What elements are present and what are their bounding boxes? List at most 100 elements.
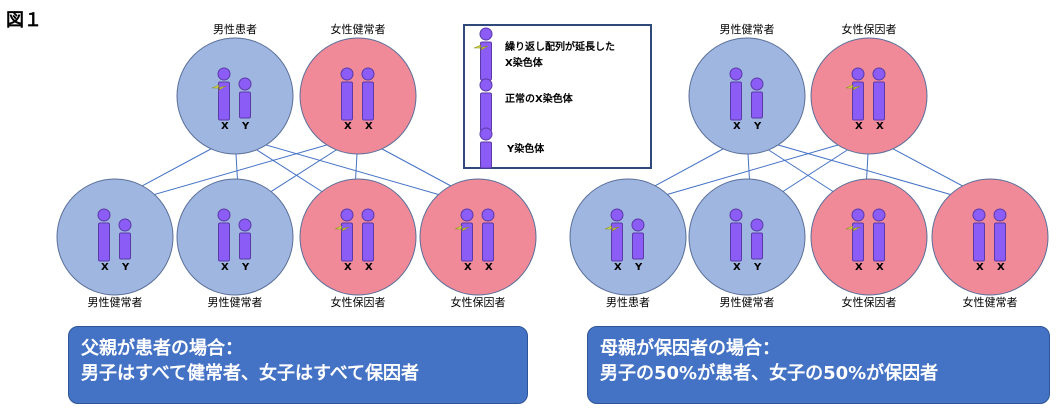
individual-circle [176,178,294,296]
female-child-4: X X 女性健常者 [931,178,1049,309]
individual-circle [419,178,537,296]
chromosome-label: X [876,121,884,132]
chromosome-label: X [485,262,493,273]
individual-label: 男性健常者 [720,22,775,36]
chromosome-label: Y [634,262,643,273]
chromosome-label: X [855,262,863,273]
male-child-2: X Y 男性健常者 [688,178,806,309]
x-chromosome [604,208,624,262]
x-chromosome [97,208,111,262]
individual-label: 女性保因者 [451,295,506,309]
extended-repeat-mark [454,225,470,232]
x-chromosome [729,67,743,121]
individual-label: 男性患者 [213,22,257,36]
extended-repeat-mark [845,84,861,91]
y-chromosome [238,77,252,119]
individual-label: 女性保因者 [842,22,897,36]
x-chromosome [361,67,375,121]
chromosome-label: X [344,121,352,132]
x-chromosome [993,208,1007,262]
chromosome-label: X [876,262,884,273]
chromosome-label: X [733,121,741,132]
x-chromosome [972,208,986,262]
chromosome-label: X [101,262,109,273]
female-child-4: X X 女性保因者 [419,178,537,309]
extended-repeat-mark [604,225,620,232]
chromosome-label: X [221,262,229,273]
female-child-3: X X 女性保因者 [299,178,417,309]
y-chromosome [238,218,252,260]
x-chromosome [729,208,743,262]
x-chromosome [340,67,354,121]
extended-repeat-mark [334,225,350,232]
legend: 繰り返し配列が延長した X染色体 正常のX染色体 Y染色体 [463,24,652,169]
individual-label: 男性患者 [606,295,650,309]
legend-y-symbol [479,127,493,169]
legend-extended-x-label: 繰り返し配列が延長した [505,40,615,53]
x-chromosome [872,67,886,121]
legend-y-label: Y染色体 [506,142,545,155]
x-chromosome [217,208,231,262]
legend-y-chromosome [479,127,493,169]
chromosome-label: X [997,262,1005,273]
individual-circle [931,178,1049,296]
chromosome-label: Y [753,121,762,132]
y-chromosome [750,77,764,119]
x-chromosome [481,208,495,262]
extended-repeat-mark [211,84,227,91]
chromosome-label: X [464,262,472,273]
individual-label: 男性健常者 [208,295,263,309]
chromosome-label: X [344,262,352,273]
male-child-2: X Y 男性健常者 [176,178,294,309]
extended-repeat-mark [845,225,861,232]
x-chromosome [211,67,231,121]
summary-banner-father: 父親が患者の場合： 男子はすべて健常者、女子はすべて保因者 [68,326,528,404]
extended-repeat-mark [473,44,489,51]
chromosome-label: X [365,262,373,273]
legend-box [463,24,652,169]
chromosome-label: X [976,262,984,273]
individual-circle [299,37,417,155]
x-chromosome [872,208,886,262]
y-chromosome [631,218,645,260]
individual-circle [569,178,687,296]
chromosome-label: Y [753,262,762,273]
chromosome-label: Y [241,262,250,273]
individual-label: 男性健常者 [720,295,775,309]
individual-label: 女性健常者 [331,22,386,36]
male-parent-1: X Y 男性健常者 [688,22,806,155]
individual-label: 女性保因者 [842,295,897,309]
legend-extended-x-label-line2: X染色体 [505,56,544,69]
chromosome-label: X [221,121,229,132]
summary-banner-mother: 母親が保因者の場合： 男子の50%が患者、女子の50%が保因者 [587,326,1050,404]
banner-line-1: 母親が保因者の場合： [600,338,780,359]
female-parent-2: X X 女性健常者 [299,22,417,155]
legend-normal-x-chromosome [479,78,493,132]
individual-label: 女性保因者 [331,295,386,309]
individual-circle [688,37,806,155]
individual-label: 男性健常者 [88,295,143,309]
legend-normal-x-symbol [479,78,493,132]
individual-circle [56,178,174,296]
chromosome-label: X [733,262,741,273]
x-chromosome [454,208,474,262]
banner-line-2: 男子はすべて健常者、女子はすべて保因者 [81,363,420,384]
female-child-3: X X 女性保因者 [810,178,928,309]
chromosome-label: X [365,121,373,132]
individual-circle [176,37,294,155]
banner-line-1: 父親が患者の場合： [81,338,243,359]
banner-line-2: 男子の50%が患者、女子の50%が保因者 [600,363,939,384]
individual-circle [810,178,928,296]
x-chromosome [845,208,865,262]
individual-circle [688,178,806,296]
x-chromosome [845,67,865,121]
individual-circle [810,37,928,155]
y-chromosome [750,218,764,260]
individual-label: 女性健常者 [963,295,1018,309]
